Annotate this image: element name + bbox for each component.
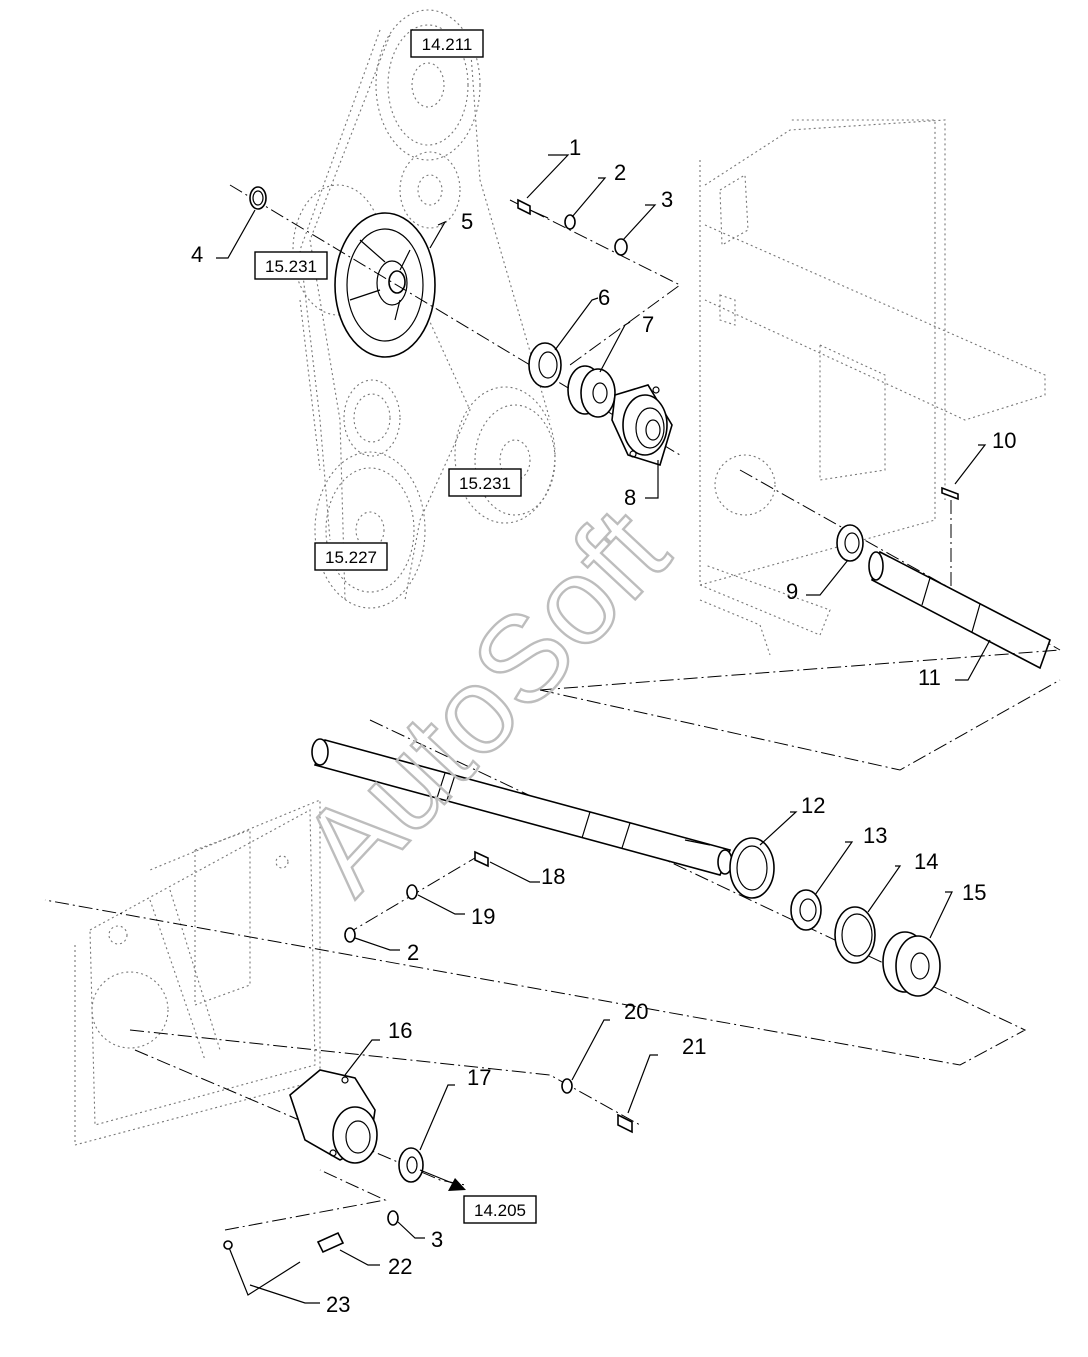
shaft-11: [868, 550, 1051, 670]
frame-housing-upper: [699, 119, 1046, 656]
arrow-line-14205: [419, 1169, 453, 1184]
callout-10: 10: [992, 428, 1016, 453]
callout-labels: 1 2 3 4 5 6 7 8 9 10 11 12 13 14 15 16 1…: [191, 135, 1016, 1317]
leader-lines: [216, 154, 991, 1304]
callout-8: 8: [624, 485, 636, 510]
reference-box-14205[interactable]: 14.205: [463, 1195, 537, 1224]
bolt-1: [517, 198, 549, 219]
callout-6: 6: [598, 285, 610, 310]
washer-2: [564, 214, 576, 230]
flange-bearing-housing-8: [611, 384, 673, 467]
callout-12: 12: [801, 793, 825, 818]
washer-2-lower: [344, 927, 356, 943]
washer-20: [561, 1078, 573, 1094]
callout-11: 11: [918, 665, 941, 690]
washer-3-lower: [387, 1210, 399, 1226]
grease-pipe-23: [223, 1240, 301, 1296]
belt-drive-assembly: [292, 9, 556, 609]
reference-box-14211[interactable]: 14.211: [410, 29, 484, 58]
frame-housing-lower: [74, 799, 321, 1146]
reference-box-15231-right[interactable]: 15.231: [448, 468, 522, 497]
callout-18: 18: [541, 864, 565, 889]
shaft-lower: [311, 738, 733, 876]
bearing-15: [882, 931, 941, 997]
callout-14: 14: [914, 849, 938, 874]
grease-fitting-22: [316, 1231, 345, 1254]
callout-17: 17: [467, 1065, 491, 1090]
pulley-5: [334, 212, 436, 358]
callout-16: 16: [388, 1018, 412, 1043]
axis-lower-main: [539, 649, 1061, 771]
callout-15: 15: [962, 880, 986, 905]
callout-7: 7: [642, 312, 654, 337]
washer-19: [406, 884, 418, 900]
axis-upper-bolts: [509, 199, 681, 366]
seal-6: [528, 342, 562, 388]
callout-5: 5: [461, 209, 473, 234]
reference-label: 14.211: [422, 35, 473, 54]
nut-3: [614, 238, 628, 256]
callout-3: 3: [661, 187, 673, 212]
flange-housing-16: [289, 1069, 378, 1164]
reference-box-15231-left[interactable]: 15.231: [254, 251, 328, 280]
bolt-21: [617, 1113, 633, 1134]
bearing-7: [567, 365, 616, 418]
callout-21: 21: [682, 1034, 706, 1059]
callout-4: 4: [191, 242, 203, 267]
key-10: [941, 486, 959, 501]
ring-14: [834, 906, 876, 964]
callout-19: 19: [471, 904, 495, 929]
callout-2-lower: 2: [407, 940, 419, 965]
reference-label: 14.205: [474, 1201, 526, 1220]
reference-label: 15.231: [459, 474, 511, 493]
callout-2: 2: [614, 160, 626, 185]
callout-3-lower: 3: [431, 1227, 443, 1252]
axis-shaft-11: [739, 469, 1061, 651]
bolt-18: [474, 850, 489, 868]
callout-9: 9: [786, 579, 798, 604]
reference-box-15227[interactable]: 15.227: [314, 542, 388, 571]
washer-17: [398, 1147, 424, 1183]
snap-ring-12: [729, 837, 775, 899]
callout-20: 20: [624, 999, 648, 1024]
snap-ring-4: [249, 186, 267, 210]
reference-label: 15.231: [265, 257, 317, 276]
seal-9: [836, 524, 864, 562]
axis-lower: [44, 719, 1027, 1066]
seal-13: [790, 889, 822, 931]
callout-23: 23: [326, 1292, 350, 1317]
axis-lower-bolts: [129, 1029, 641, 1126]
callout-13: 13: [863, 823, 887, 848]
callout-1: 1: [569, 135, 581, 160]
axis-lower-grease: [224, 1169, 387, 1231]
reference-label: 15.227: [325, 548, 377, 567]
arrow-head-14205: [448, 1178, 466, 1191]
callout-22: 22: [388, 1254, 412, 1279]
